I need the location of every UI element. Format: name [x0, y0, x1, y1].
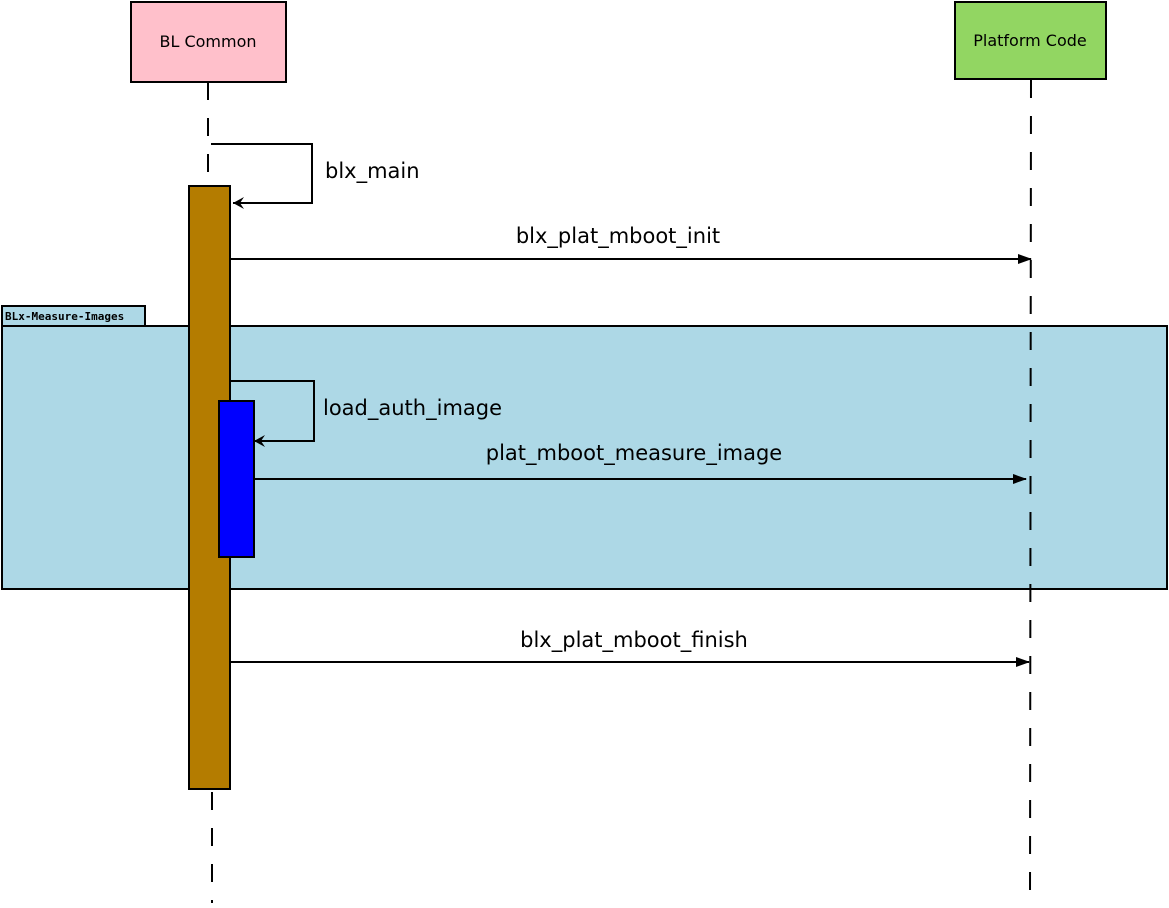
lifeline-platform-code: [1029, 79, 1032, 904]
message-load-auth-image-label: load_auth_image: [323, 396, 502, 421]
message-plat-mboot-measure-image-label: plat_mboot_measure_image: [486, 441, 782, 466]
activation-bl-common-nested: [218, 400, 255, 558]
message-blx-plat-mboot-finish-label: blx_plat_mboot_finish: [520, 628, 748, 653]
message-load-auth-image: [230, 380, 315, 447]
participant-platform-code: [954, 1, 1107, 80]
message-blx-main: [211, 143, 313, 209]
message-blx-plat-mboot-init-label: blx_plat_mboot_init: [516, 224, 720, 249]
frame-label: BLx-Measure-Images: [5, 310, 124, 323]
message-blx-main-label: blx_main: [325, 159, 420, 184]
participant-bl-common: [130, 1, 287, 83]
participant-platform-code-label: Platform Code: [973, 31, 1087, 50]
frame-label-tab: [1, 305, 146, 327]
participant-bl-common-label: BL Common: [159, 32, 256, 51]
